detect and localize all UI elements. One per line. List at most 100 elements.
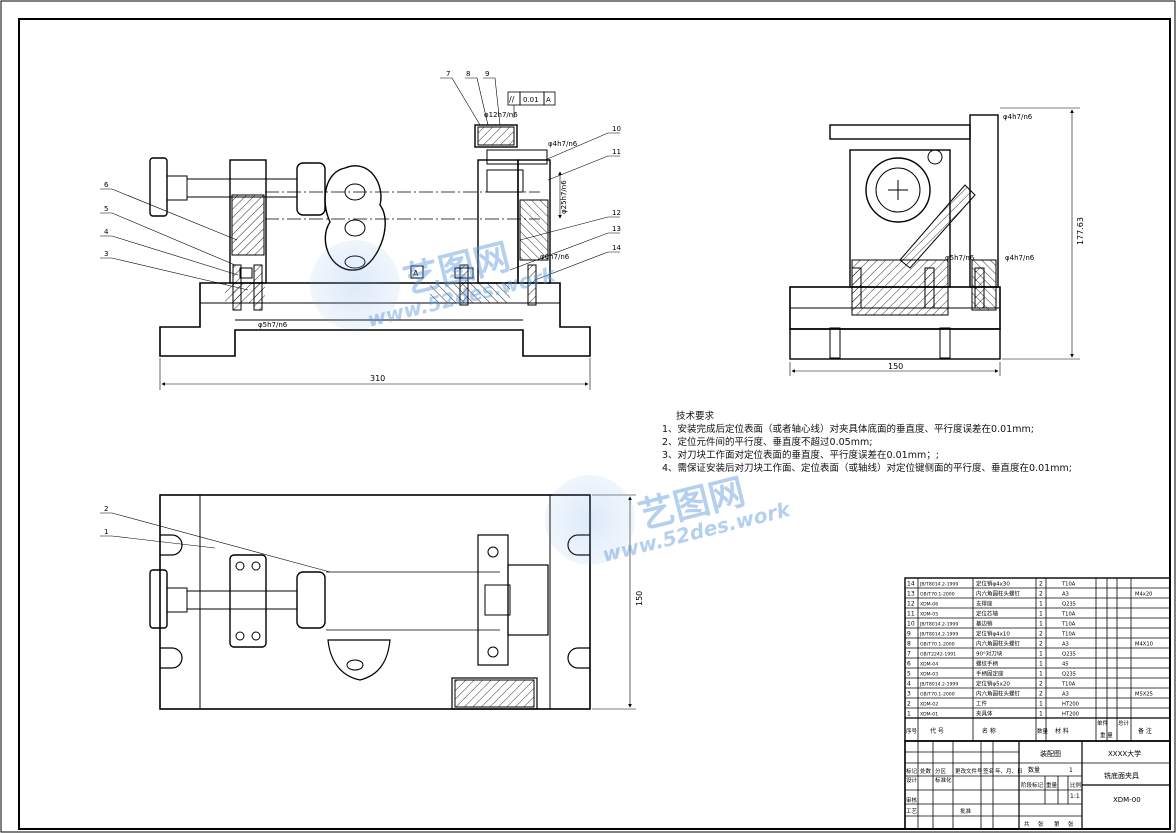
tb-row1-0: 标记	[906, 767, 918, 775]
balloon-2: 2	[104, 505, 108, 513]
bom-cell-mat: A3	[1062, 642, 1069, 648]
title-block-text: 装配图 XXXX大学 铣底面夹具 XDM-00 数量 1 阶段标记 重量 比例 …	[906, 749, 1141, 828]
bom-cell-no: 9	[907, 631, 911, 638]
bom-cell-mat: T10A	[1061, 612, 1076, 618]
side-fit-c: φ4h7/n6	[1005, 254, 1035, 262]
bom-header-mat: 材 料	[1055, 727, 1069, 735]
balloon-12: 12	[612, 209, 621, 217]
bom-cell-code: GB/T70.1-2000	[920, 592, 955, 598]
tb-scale-label: 比例	[1070, 781, 1082, 789]
balloon-5: 5	[104, 205, 108, 213]
bom-cell-code: JB/T8014.2-1999	[919, 682, 958, 688]
bom-cell-mat: T10A	[1061, 582, 1076, 588]
bom-cell-qty: 1	[1039, 651, 1043, 658]
datum-a: A	[413, 269, 419, 278]
bom-cell-mat: Q235	[1062, 652, 1076, 658]
bom-cell-qty: 1	[1039, 701, 1043, 708]
bom-cell-no: 13	[907, 591, 915, 598]
bom-cell-qty: 2	[1039, 591, 1043, 598]
balloon-3: 3	[104, 250, 108, 258]
tb-row1-3: 更改文件号	[955, 767, 983, 775]
bom-header: 序号 代 号 名 称 数量 材 料 单件 总计 重 量 备 注	[906, 719, 1152, 739]
bom-cell-mat: Q235	[1062, 602, 1076, 608]
bom-cell-mat: A3	[1062, 592, 1069, 598]
dim-front-width: 310	[370, 374, 385, 383]
technical-requirements: 技术要求 1、安装完成后定位表面（或者轴心线）对夹具体底面的垂直度、平行度误差在…	[662, 410, 1132, 475]
requirements-title: 技术要求	[676, 411, 715, 422]
bom-cell-qty: 2	[1039, 641, 1043, 648]
balloon-11: 11	[612, 148, 621, 156]
tb-part-name: 铣底面夹具	[1104, 771, 1139, 780]
side-fit-b: φ5h7/n6	[945, 254, 975, 262]
tb-weight-label: 重量	[1046, 781, 1058, 789]
side-fit-a: φ4h7/n6	[1003, 113, 1033, 121]
fit-12h7n6: φ12h7/n6	[484, 111, 518, 119]
bom-cell-no: 14	[907, 581, 915, 588]
bom-cell-name: 内六角圆柱头螺钉	[976, 590, 1021, 598]
bom-cell-note: M5X25	[1135, 692, 1153, 698]
bom-cell-code: JB/T8014.2-1999	[919, 582, 958, 588]
bom-cell-name: 定位销φ4x10	[976, 630, 1010, 638]
bom-cell-name: 螺纹手柄	[976, 660, 999, 668]
bom-cell-no: 5	[907, 671, 911, 678]
bom-cell-mat: T10A	[1061, 682, 1076, 688]
bom-cell-name: 定位销φ4x30	[976, 580, 1010, 588]
balloon-14: 14	[612, 244, 621, 252]
tb-scale-value: 1:1	[1070, 793, 1080, 800]
title-block	[904, 740, 1171, 830]
tb-school: XXXX大学	[1108, 749, 1141, 758]
tb-process: 工艺	[906, 808, 918, 815]
fit-4h7n6: φ4h7/n6	[548, 140, 578, 148]
fit-6h7n6: φ6h7/n6	[540, 253, 570, 261]
bom-cell-no: 8	[907, 641, 911, 648]
tb-row1-2: 分区	[935, 767, 947, 775]
bom-cell-name: 内六角圆柱头螺钉	[976, 640, 1021, 648]
bom-cell-no: 4	[907, 681, 911, 688]
bom-header-unit: 单件	[1097, 719, 1109, 727]
bom-cell-no: 2	[907, 701, 911, 708]
bom-cell-mat: T10A	[1061, 632, 1076, 638]
bom-cell-qty: 2	[1039, 631, 1043, 638]
sheet-inner-border	[18, 18, 1171, 830]
bom-cell-name: 内六角圆柱头螺钉	[976, 690, 1021, 698]
bom-cell-name: 定位销φ5x20	[976, 680, 1010, 688]
top-view	[100, 494, 636, 710]
tb-design: 设计	[906, 776, 918, 784]
bom-cell-mat: HT200	[1062, 702, 1079, 708]
tb-sheet-3: 张	[1068, 820, 1074, 828]
bom-cell-no: 1	[907, 711, 911, 718]
bom-cell-no: 12	[907, 601, 915, 608]
bom-header-note: 备 注	[1138, 727, 1152, 735]
tb-drawing-no: XDM-00	[1113, 796, 1141, 804]
fit-5h7n6: φ5h7/n6	[258, 321, 288, 329]
dim-side-height: 177.63	[1076, 217, 1085, 245]
tb-row1-5: 年、月、日	[995, 767, 1023, 775]
tolerance-datum: A	[546, 96, 551, 104]
tolerance-symbol: //	[509, 95, 515, 104]
bom-header-code: 代 号	[930, 727, 944, 735]
bom-cell-code: JB/T8014.2-1999	[919, 632, 958, 638]
bom-cell-name: 90°对刀块	[976, 650, 1003, 658]
tb-row1-1: 处数	[920, 767, 932, 775]
bom-cell-name: 定位芯轴	[976, 610, 999, 618]
requirement-1: 1、安装完成后定位表面（或者轴心线）对夹具体底面的垂直度、平行度误差在0.01m…	[662, 424, 1034, 435]
bom-cell-qty: 2	[1039, 581, 1043, 588]
tb-std: 标准化	[935, 776, 952, 784]
tb-approve: 批准	[960, 807, 972, 815]
tb-sheet-0: 共	[1024, 820, 1030, 828]
bom-cell-code: XDM-05	[920, 612, 938, 618]
bom-cell-name: 支撑座	[976, 600, 993, 608]
tolerance-value: 0.01	[523, 96, 539, 104]
dim-side-width: 150	[888, 362, 903, 371]
bom-cell-code: XDM-06	[920, 602, 938, 608]
bom-cell-code: GB/T70.1-2000	[920, 642, 955, 648]
bom-cell-qty: 1	[1039, 611, 1043, 618]
tb-sheet-2: 第	[1054, 820, 1060, 828]
balloon-13: 13	[612, 225, 621, 233]
bom-cell-qty: 2	[1039, 691, 1043, 698]
bom-cell-no: 10	[907, 621, 915, 628]
bom-cell-code: GB/T70.1-2000	[920, 692, 955, 698]
bom-cell-code: XDM-02	[920, 702, 938, 708]
bom-cell-code: XDM-01	[920, 712, 938, 718]
tb-stage-label: 阶段标记	[1021, 781, 1044, 789]
